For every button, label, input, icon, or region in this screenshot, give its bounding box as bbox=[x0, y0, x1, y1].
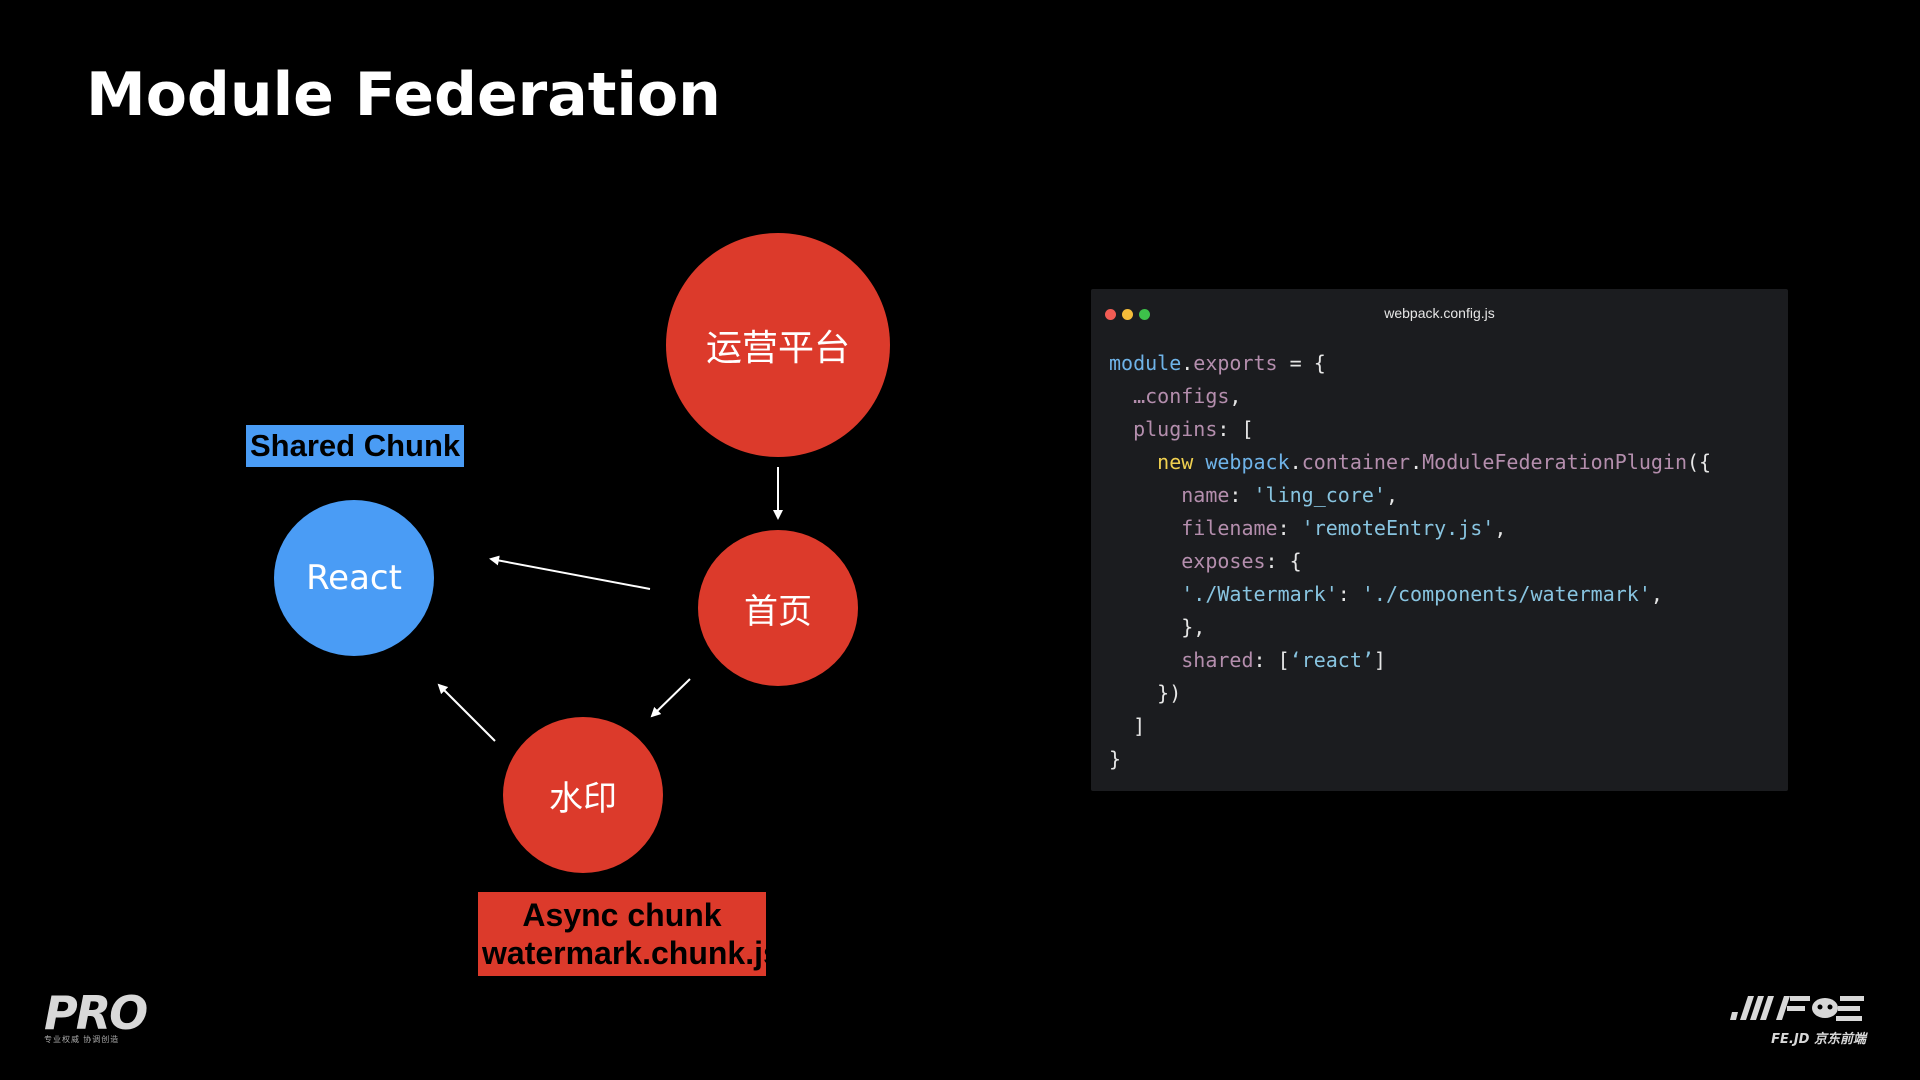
node-platform: 运营平台 bbox=[666, 233, 890, 457]
code-token: . bbox=[1410, 450, 1423, 474]
code-token: ({ bbox=[1687, 450, 1712, 474]
code-token: }, bbox=[1181, 615, 1206, 639]
async-chunk-filename: watermark.chunk.js bbox=[482, 935, 781, 971]
code-token: : [ bbox=[1217, 417, 1254, 441]
minimize-dot-icon bbox=[1122, 309, 1133, 320]
code-token: './Watermark' bbox=[1181, 582, 1338, 606]
code-token: ‘react’ bbox=[1289, 648, 1374, 672]
fejd-logo-text: FE.JD 京东前端 bbox=[1771, 1032, 1866, 1047]
code-line: name: 'ling_core', bbox=[1109, 479, 1711, 512]
window-titlebar: webpack.config.js bbox=[1091, 289, 1788, 339]
code-token: name bbox=[1181, 483, 1230, 507]
code-token: shared bbox=[1181, 648, 1254, 672]
code-token: webpack bbox=[1205, 450, 1290, 474]
code-token: 'remoteEntry.js' bbox=[1301, 516, 1495, 540]
code-token: . bbox=[1289, 450, 1302, 474]
async-chunk-label: Async chunk bbox=[522, 897, 722, 933]
code-line: …configs, bbox=[1109, 380, 1711, 413]
code-token: : { bbox=[1265, 549, 1302, 573]
code-token: : bbox=[1229, 483, 1254, 507]
maximize-dot-icon bbox=[1139, 309, 1150, 320]
arrow-home-to-react bbox=[489, 555, 651, 590]
code-line: ] bbox=[1109, 710, 1711, 743]
code-token: = { bbox=[1277, 351, 1326, 375]
shared-chunk-label: Shared Chunk bbox=[250, 428, 461, 463]
slide-title: Module Federation bbox=[86, 60, 721, 130]
code-token: . bbox=[1181, 351, 1194, 375]
code-line: './Watermark': './components/watermark', bbox=[1109, 578, 1711, 611]
code-line: } bbox=[1109, 743, 1711, 776]
code-line: new webpack.container.ModuleFederationPl… bbox=[1109, 446, 1711, 479]
code-line: module.exports = { bbox=[1109, 347, 1711, 380]
node-platform-label: 运营平台 bbox=[705, 328, 850, 369]
code-line: exposes: { bbox=[1109, 545, 1711, 578]
pro-logo: PRO 专业权威 协调创造 bbox=[44, 986, 148, 1046]
arrow-watermark-to-react bbox=[437, 683, 496, 742]
code-token: , bbox=[1229, 384, 1242, 408]
code-token: ] bbox=[1133, 714, 1146, 738]
code-token: module bbox=[1109, 351, 1182, 375]
async-chunk-tag: Async chunk watermark.chunk.js bbox=[478, 892, 781, 976]
code-line: plugins: [ bbox=[1109, 413, 1711, 446]
code-token: , bbox=[1650, 582, 1663, 606]
code-window: webpack.config.js module.exports = { …co… bbox=[1091, 289, 1788, 791]
window-filename: webpack.config.js bbox=[1384, 305, 1495, 321]
code-token: : [ bbox=[1253, 648, 1290, 672]
code-token: } bbox=[1109, 747, 1122, 771]
code-token: ModuleFederationPlugin bbox=[1422, 450, 1688, 474]
code-token: : bbox=[1337, 582, 1362, 606]
code-token: , bbox=[1494, 516, 1507, 540]
fejd-logo: FE.JD 京东前端 bbox=[1728, 990, 1868, 1047]
pro-logo-text: PRO bbox=[44, 986, 148, 1040]
code-token: container bbox=[1301, 450, 1411, 474]
code-token: plugins bbox=[1133, 417, 1218, 441]
code-token: 'ling_core' bbox=[1253, 483, 1386, 507]
code-token: new bbox=[1157, 450, 1206, 474]
node-react: React bbox=[274, 500, 434, 656]
code-token: exports bbox=[1193, 351, 1278, 375]
node-react-label: React bbox=[306, 558, 402, 598]
code-token: }) bbox=[1157, 681, 1182, 705]
code-token: …configs bbox=[1133, 384, 1230, 408]
node-watermark: 水印 bbox=[503, 717, 663, 873]
code-line: filename: 'remoteEntry.js', bbox=[1109, 512, 1711, 545]
code-line: }, bbox=[1109, 611, 1711, 644]
code-token: : bbox=[1277, 516, 1302, 540]
code-line: shared: [‘react’] bbox=[1109, 644, 1711, 677]
node-home: 首页 bbox=[698, 530, 858, 686]
node-watermark-label: 水印 bbox=[549, 778, 617, 819]
shared-chunk-tag: Shared Chunk bbox=[246, 425, 465, 467]
close-dot-icon bbox=[1105, 309, 1116, 320]
code-token: ] bbox=[1373, 648, 1386, 672]
pro-logo-subtitle: 专业权威 协调创造 bbox=[44, 1035, 120, 1044]
code-token: filename bbox=[1181, 516, 1278, 540]
fejd-logo-mark-icon bbox=[1730, 996, 1864, 1021]
code-token: './components/watermark' bbox=[1361, 582, 1651, 606]
code-block: module.exports = { …configs, plugins: [ … bbox=[1109, 347, 1711, 776]
code-token: exposes bbox=[1181, 549, 1266, 573]
arrow-home-to-watermark bbox=[650, 678, 691, 718]
code-token: , bbox=[1385, 483, 1399, 507]
code-line: }) bbox=[1109, 677, 1711, 710]
node-home-label: 首页 bbox=[744, 591, 812, 632]
